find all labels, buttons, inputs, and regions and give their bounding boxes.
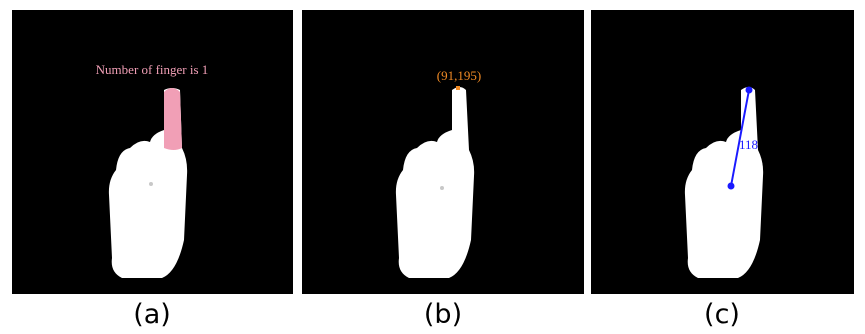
panel-c-svg: 118 <box>684 86 764 278</box>
caption-b: (b) <box>423 299 463 330</box>
fingertip-point <box>745 86 753 94</box>
caption-a: (a) <box>133 299 171 330</box>
finger-count-label: Number of finger is 1 <box>96 62 209 77</box>
distance-label: 118 <box>739 137 758 152</box>
centroid-point <box>727 182 735 190</box>
centroid-dot <box>149 182 153 186</box>
panel-c-image: 118 <box>591 10 854 294</box>
centroid-dot <box>440 186 444 190</box>
hand-silhouette <box>684 87 764 278</box>
panel-a-image: Number of finger is 1 <box>12 10 293 294</box>
fingertip-point <box>456 86 460 90</box>
fingertip-coordinate-label: (91,195) <box>437 68 481 83</box>
panel-b-svg: (91,195) <box>395 68 481 278</box>
distance-line <box>730 89 750 187</box>
hand-silhouette <box>395 87 475 278</box>
panel-b-image: (91,195) <box>302 10 584 294</box>
finger-highlight <box>164 88 182 150</box>
panel-a-svg: Number of finger is 1 <box>96 62 209 278</box>
caption-c: (c) <box>704 299 740 330</box>
